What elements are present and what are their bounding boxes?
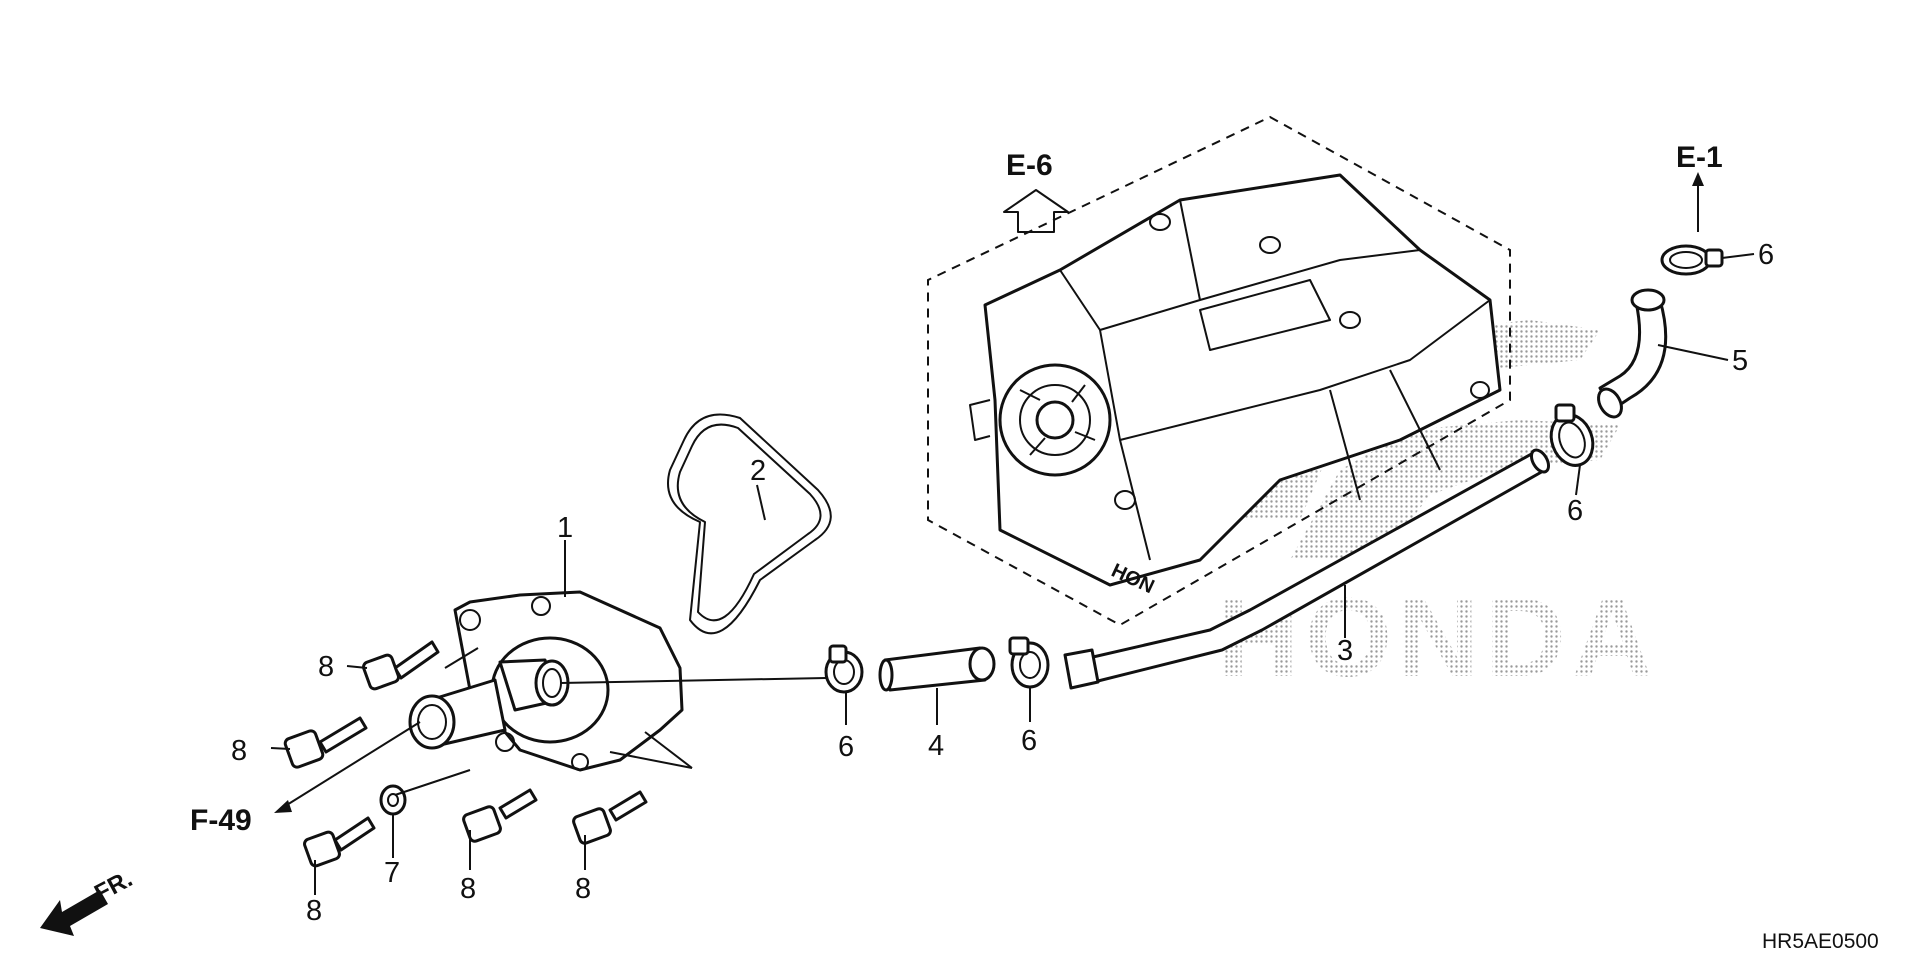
callout-2: 2	[750, 455, 766, 487]
clamp-6-left	[824, 644, 864, 694]
callout-8-a: 8	[318, 651, 334, 683]
bolt-8-e	[572, 790, 648, 845]
up-arrow-icon	[1003, 189, 1069, 233]
callout-4: 4	[928, 730, 944, 762]
callout-6-mid: 6	[1021, 725, 1037, 757]
ref-e6[interactable]: E-6	[1003, 149, 1069, 233]
bolt-8-d	[462, 788, 538, 843]
part-2-gasket	[667, 413, 832, 635]
ref-e6-label: E-6	[1006, 149, 1053, 182]
callout-8-d: 8	[460, 873, 476, 905]
crankcase-assembly: HON	[927, 115, 1511, 627]
impeller	[998, 363, 1112, 477]
part-4-hose	[878, 646, 996, 692]
leader-lines	[270, 253, 1755, 895]
bolt-8-a	[362, 640, 440, 691]
part-7-washer	[379, 784, 407, 816]
ref-f49-label: F-49	[190, 804, 252, 837]
diagram-code: HR5AE0500	[1762, 930, 1879, 953]
ref-f49[interactable]: F-49	[190, 721, 421, 837]
callout-8-b: 8	[231, 735, 247, 767]
callout-6-right: 6	[1567, 495, 1583, 527]
bolt-8-c	[303, 816, 376, 868]
e1-arrow-icon	[1692, 172, 1704, 186]
callout-6-left: 6	[838, 731, 854, 763]
f49-leader	[281, 721, 421, 809]
callout-5: 5	[1732, 345, 1748, 377]
ref-e1-label: E-1	[1676, 141, 1723, 174]
callout-8-c: 8	[306, 895, 322, 927]
clamp-6-top	[1660, 244, 1724, 276]
callout-8-e: 8	[575, 873, 591, 905]
front-arrow-icon	[40, 890, 108, 936]
callout-6-top: 6	[1758, 239, 1774, 271]
callouts: 1 2 3 4 5 6 6 6 6 7 8 8 8 8 8	[231, 239, 1774, 927]
callout-7: 7	[384, 857, 400, 889]
callout-3: 3	[1337, 635, 1353, 667]
part-5-hose	[1597, 288, 1668, 419]
f49-arrow-icon	[274, 800, 292, 813]
part-1-pump-cover	[408, 590, 684, 772]
bolt-8-b	[283, 716, 368, 769]
clamp-6-mid	[1008, 636, 1050, 689]
part-3-pipe	[1063, 448, 1551, 690]
clamp-6-right	[1549, 403, 1595, 467]
front-direction-indicator: FR.	[40, 865, 137, 936]
ref-e1[interactable]: E-1	[1676, 141, 1723, 232]
callout-1: 1	[557, 512, 573, 544]
